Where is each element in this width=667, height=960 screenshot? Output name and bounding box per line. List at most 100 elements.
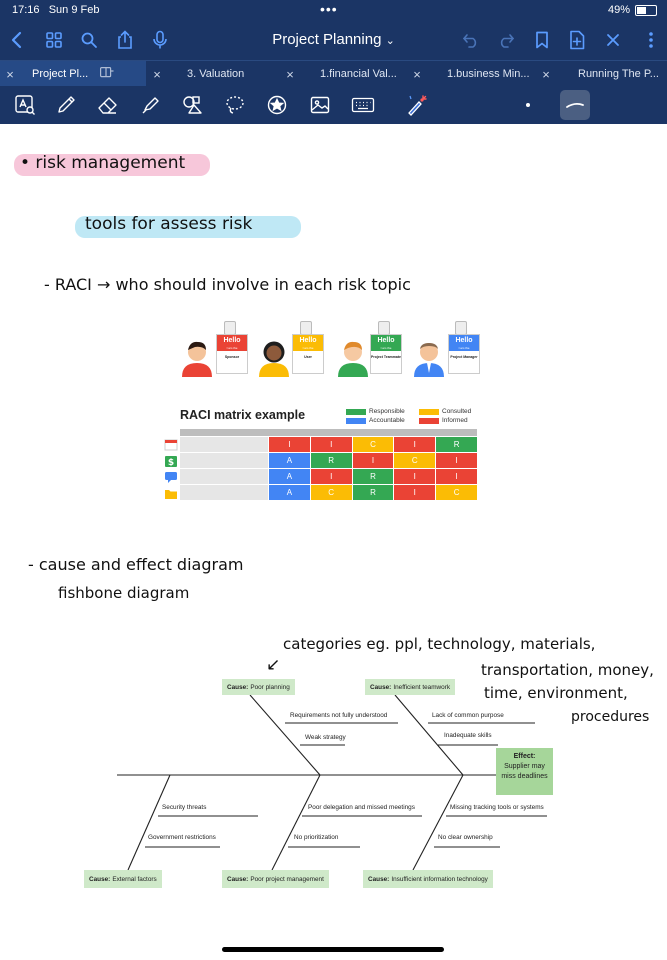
subcause-security-threats: Security threats bbox=[162, 804, 207, 811]
add-page-icon[interactable] bbox=[566, 29, 588, 51]
tab-label: 1.business Min... bbox=[447, 68, 530, 80]
tab-close-icon[interactable]: × bbox=[6, 66, 14, 82]
note-canvas[interactable]: • risk management tools for assess risk … bbox=[0, 124, 667, 960]
shapes-tool-icon[interactable] bbox=[180, 92, 206, 118]
raci-cell: I bbox=[394, 437, 436, 452]
close-icon[interactable] bbox=[602, 29, 624, 51]
raci-cell: C bbox=[352, 437, 394, 452]
tab-close-icon[interactable]: × bbox=[413, 66, 421, 82]
raci-row-label bbox=[180, 437, 268, 452]
raci-cell: I bbox=[394, 485, 436, 500]
eraser-tool-icon[interactable] bbox=[95, 92, 121, 118]
subcause-government-restrictions: Government restrictions bbox=[148, 834, 216, 841]
raci-cell: R bbox=[352, 469, 394, 484]
image-tool-icon[interactable] bbox=[307, 92, 333, 118]
tab-running-the-project[interactable]: × Running The P... bbox=[536, 61, 667, 87]
raci-cell: I bbox=[310, 469, 352, 484]
text-scan-tool-icon[interactable] bbox=[12, 92, 38, 118]
microphone-icon[interactable] bbox=[149, 29, 171, 51]
subcause-no-prioritization: No prioritization bbox=[294, 834, 339, 841]
document-tabs: × Project Pl... × 3. Valuation × 1.finan… bbox=[0, 60, 667, 87]
raci-cell: I bbox=[352, 453, 394, 468]
battery-status: 49% bbox=[608, 4, 657, 16]
laser-pointer-icon[interactable] bbox=[404, 92, 430, 118]
tab-close-icon[interactable]: × bbox=[286, 66, 294, 82]
cause-inefficient-teamwork: Cause:Inefficient teamwork bbox=[365, 679, 456, 695]
subheading-highlight bbox=[75, 216, 301, 238]
heading-highlight bbox=[14, 154, 210, 176]
tab-label: 3. Valuation bbox=[187, 68, 245, 80]
tab-project-planning[interactable]: × Project Pl... bbox=[0, 61, 146, 87]
subcause-poor-delegation: Poor delegation and missed meetings bbox=[308, 804, 415, 811]
subcause-no-ownership: No clear ownership bbox=[438, 834, 493, 841]
raci-cell: R bbox=[436, 437, 477, 452]
legend-consulted: Consulted bbox=[419, 408, 471, 415]
tab-financial-valuation[interactable]: × 1.financial Val... bbox=[280, 61, 420, 87]
drawing-toolbar bbox=[0, 86, 667, 124]
multitask-dots-icon[interactable]: ••• bbox=[320, 1, 338, 17]
cause-poor-planning: Cause:Poor planning bbox=[222, 679, 295, 695]
battery-icon bbox=[635, 4, 657, 16]
stroke-style-icon[interactable] bbox=[560, 90, 590, 120]
effect-box: Effect:Supplier may miss deadlines bbox=[496, 748, 553, 795]
tab-label: Running The P... bbox=[578, 68, 659, 80]
raci-cell: I bbox=[436, 469, 477, 484]
tab-close-icon[interactable]: × bbox=[153, 66, 161, 82]
raci-cell: I bbox=[310, 437, 352, 452]
raci-row-label bbox=[180, 453, 268, 468]
person-teammate-icon bbox=[338, 341, 368, 377]
bookmark-icon[interactable] bbox=[531, 29, 553, 51]
legend-informed: Informed bbox=[419, 417, 468, 424]
tab-valuation[interactable]: × 3. Valuation bbox=[147, 61, 302, 87]
redo-icon[interactable] bbox=[495, 29, 517, 51]
categories-annotation-line1: categories eg. ppl, technology, material… bbox=[283, 635, 596, 653]
categories-annotation-line4: procedures bbox=[571, 709, 650, 725]
cause-external-factors: Cause:External factors bbox=[84, 870, 162, 888]
raci-cell: C bbox=[394, 453, 436, 468]
subcause-missing-tools: Missing tracking tools or systems bbox=[450, 804, 544, 811]
pen-tool-icon[interactable] bbox=[53, 92, 79, 118]
raci-cell: R bbox=[352, 485, 394, 500]
stroke-size-small-icon[interactable] bbox=[515, 92, 541, 118]
grid-view-icon[interactable] bbox=[43, 29, 65, 51]
document-title[interactable]: Project Planning ⌄ bbox=[272, 31, 395, 48]
share-icon[interactable] bbox=[114, 29, 136, 51]
raci-cell: I bbox=[436, 453, 477, 468]
person-manager-icon bbox=[414, 343, 444, 377]
raci-cell: A bbox=[269, 469, 310, 484]
legend-accountable: Accountable bbox=[346, 417, 405, 424]
raci-cell: I bbox=[269, 437, 310, 452]
subcause-requirements: Requirements not fully understood bbox=[290, 712, 388, 719]
legend-responsible: Responsible bbox=[346, 408, 405, 415]
raci-note: - RACI → who should involve in each risk… bbox=[44, 275, 411, 294]
keyboard-tool-icon[interactable] bbox=[350, 92, 376, 118]
cause-poor-project-management: Cause:Poor project management bbox=[222, 870, 329, 888]
calendar-icon bbox=[164, 439, 178, 451]
tab-label: Project Pl... bbox=[32, 68, 89, 80]
home-indicator[interactable] bbox=[222, 947, 444, 952]
person-sponsor-icon bbox=[182, 341, 212, 377]
back-icon[interactable] bbox=[6, 29, 28, 51]
sticker-tool-icon[interactable] bbox=[264, 92, 290, 118]
raci-row-label bbox=[180, 469, 268, 484]
categories-annotation-line2: transportation, money, bbox=[481, 661, 654, 679]
raci-row-label bbox=[180, 485, 268, 500]
more-options-icon[interactable] bbox=[640, 29, 662, 51]
lasso-tool-icon[interactable] bbox=[222, 92, 248, 118]
highlighter-tool-icon[interactable] bbox=[138, 92, 164, 118]
tab-business-mining[interactable]: × 1.business Min... bbox=[407, 61, 547, 87]
dollar-icon: $ bbox=[165, 456, 177, 468]
svg-text:$: $ bbox=[168, 458, 174, 468]
folder-icon bbox=[165, 490, 177, 499]
raci-cell: A bbox=[269, 485, 310, 500]
raci-matrix-title: RACI matrix example bbox=[180, 408, 306, 422]
raci-cell: C bbox=[310, 485, 352, 500]
tab-close-icon[interactable]: × bbox=[542, 66, 550, 82]
search-icon[interactable] bbox=[78, 29, 100, 51]
status-bar: 17:16 Sun 9 Feb ••• 49% bbox=[0, 0, 667, 20]
split-view-icon[interactable] bbox=[100, 67, 114, 81]
undo-icon[interactable] bbox=[460, 29, 482, 51]
